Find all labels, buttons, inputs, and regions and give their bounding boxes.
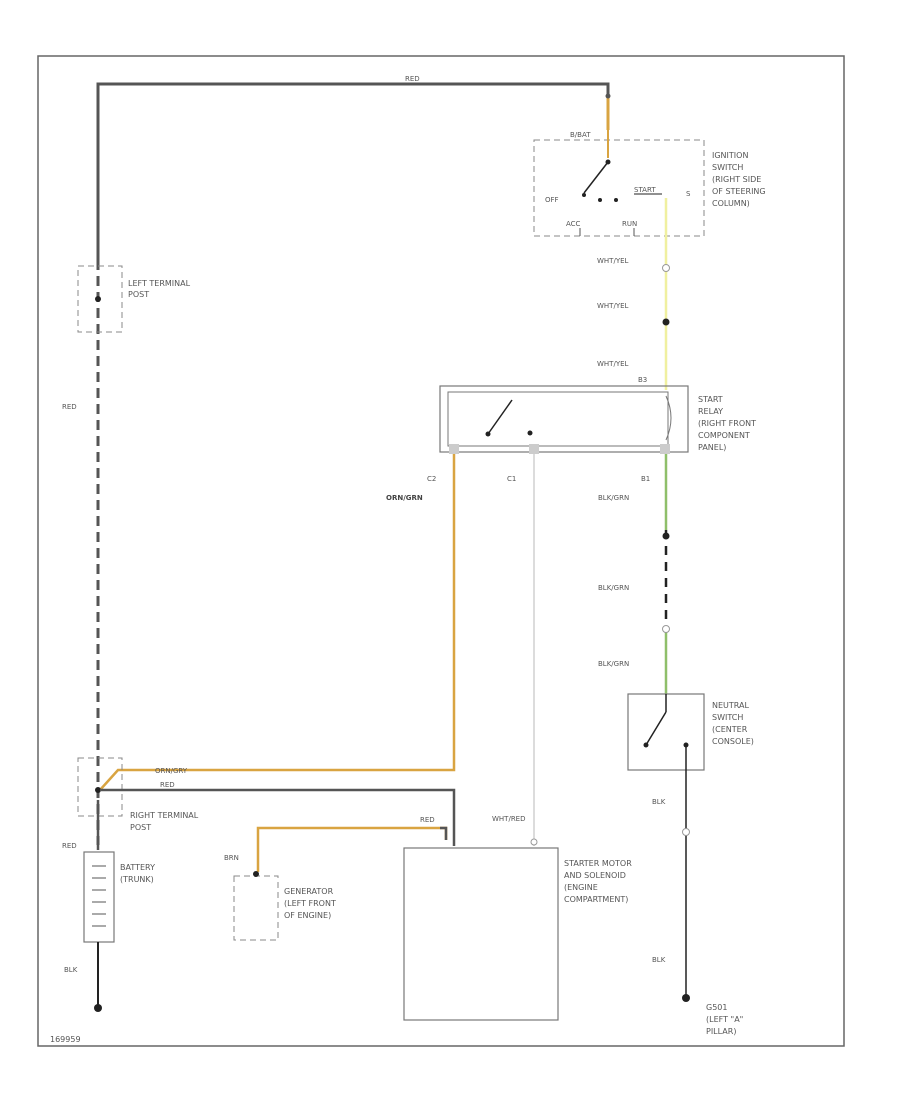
ign-run-dot <box>614 198 618 202</box>
relay-c2-pin <box>449 444 459 454</box>
relay-c2-label: C2 <box>427 475 436 483</box>
relay-contact-arm <box>487 399 513 435</box>
relay-coil <box>665 395 672 441</box>
ignition-switch-label-3: (RIGHT SIDE <box>712 175 761 184</box>
ign-s-label: S <box>686 190 691 198</box>
right-terminal-post-label-1: RIGHT TERMINAL <box>130 811 199 820</box>
red-battery-label: RED <box>62 842 77 850</box>
generator-label-3: OF ENGINE) <box>284 911 331 920</box>
blk-grn-label-3: BLK/GRN <box>598 660 629 668</box>
orange-wire-relay-label: ORN/GRN <box>386 494 423 502</box>
generator-label-1: GENERATOR <box>284 887 334 896</box>
starter-label-1: STARTER MOTOR <box>564 859 632 868</box>
ground-dot <box>682 994 690 1002</box>
start-relay-outer-box <box>439 385 689 453</box>
ign-acc-dot <box>598 198 602 202</box>
ign-off-dot <box>582 193 586 197</box>
blk-label-2: BLK <box>652 956 666 964</box>
start-relay-label-3: (RIGHT FRONT <box>698 419 756 428</box>
red-wire-starter <box>100 788 456 846</box>
blk-battery-label: BLK <box>64 966 78 974</box>
left-terminal-post-label-2: POST <box>128 290 149 299</box>
red-wire-gen-end <box>440 826 448 840</box>
ign-acc-label: ACC <box>566 220 581 228</box>
blk-connector <box>682 828 690 836</box>
red-wire-top <box>96 82 610 260</box>
brn-label: BRN <box>224 854 239 862</box>
generator-label-2: (LEFT FRONT <box>284 899 336 908</box>
relay-contact-dot-2 <box>527 430 533 436</box>
ignition-switch-label-4: OF STEERING <box>712 187 766 196</box>
starter-label-2: AND SOLENOID <box>564 871 626 880</box>
blk-grn-label-1: BLK/GRN <box>598 494 629 502</box>
right-terminal-post-box <box>77 757 123 817</box>
right-terminal-post-label-2: POST <box>130 823 151 832</box>
neutral-switch-label-1: NEUTRAL <box>712 701 749 710</box>
wht-yel-splice <box>662 318 670 326</box>
blk-label-1: BLK <box>652 798 666 806</box>
starter-label-3: (ENGINE <box>564 883 598 892</box>
relay-b1-label: B1 <box>641 475 650 483</box>
relay-b3-label: B3 <box>638 376 647 384</box>
start-relay-label-2: RELAY <box>698 407 723 416</box>
splice-dot <box>605 93 611 99</box>
generator-box <box>233 875 279 941</box>
wht-red-label: WHT/RED <box>492 815 526 823</box>
diagram-id: 169959 <box>50 1035 81 1044</box>
wht-yel-label-2: WHT/YEL <box>597 302 629 310</box>
ground-label-2: (LEFT "A" <box>706 1015 743 1024</box>
ignition-switch-label-1: IGNITION <box>712 151 748 160</box>
right-terminal-post-dot <box>95 787 101 793</box>
neutral-switch-arm <box>645 711 667 746</box>
diagram-frame <box>37 55 845 1047</box>
ground-label-1: G501 <box>706 1003 727 1012</box>
start-relay-inner-box <box>447 391 669 447</box>
battery-label-2: (TRUNK) <box>120 875 154 884</box>
neutral-switch-label-2: SWITCH <box>712 713 743 722</box>
ign-bat-label: B/BAT <box>570 131 591 139</box>
start-relay-label-1: START <box>698 395 723 404</box>
blk-grn-connector <box>662 625 670 633</box>
relay-c1-label: C1 <box>507 475 516 483</box>
ign-run-label: RUN <box>622 220 637 228</box>
ignition-switch-box <box>533 139 705 237</box>
battery-ground-dot <box>94 1004 102 1012</box>
relay-c1-pin <box>529 444 539 454</box>
start-relay-label-5: PANEL) <box>698 443 726 452</box>
red-wire-left-label: RED <box>62 403 77 411</box>
red-wire-gen-label: RED <box>420 816 435 824</box>
blk-grn-splice <box>662 532 670 540</box>
red-wire-starter-label: RED <box>160 781 175 789</box>
ign-off-label: OFF <box>545 196 559 204</box>
left-terminal-post-label-1: LEFT TERMINAL <box>128 279 191 288</box>
left-terminal-post-dot <box>95 296 101 302</box>
generator-dot <box>253 871 259 877</box>
start-relay-label-4: COMPONENT <box>698 431 750 440</box>
orange-wire-post-label: ORN/GRY <box>155 767 188 775</box>
relay-b1-pin <box>660 444 670 454</box>
orange-wire-generator <box>256 826 448 872</box>
wht-red-connector <box>530 838 538 846</box>
orange-wire-relay-to-post <box>99 454 456 791</box>
ground-label-3: PILLAR) <box>706 1027 736 1036</box>
neutral-switch-label-4: CONSOLE) <box>712 737 754 746</box>
battery-cells <box>92 865 106 927</box>
starter-label-4: COMPARTMENT) <box>564 895 628 904</box>
wht-yel-connector-1 <box>662 264 670 272</box>
red-wire-top-label: RED <box>405 75 420 83</box>
blk-grn-label-2: BLK/GRN <box>598 584 629 592</box>
left-terminal-post-box <box>77 265 123 333</box>
battery-label-1: BATTERY <box>120 863 155 872</box>
ign-start-label: START <box>634 186 656 194</box>
ign-contact-arm <box>583 161 609 194</box>
starter-motor-box <box>403 847 559 1021</box>
ignition-switch-label-2: SWITCH <box>712 163 743 172</box>
wht-yel-label-3: WHT/YEL <box>597 360 629 368</box>
wht-yel-label-1: WHT/YEL <box>597 257 629 265</box>
ignition-switch-label-5: COLUMN) <box>712 199 750 208</box>
neutral-switch-label-3: (CENTER <box>712 725 748 734</box>
